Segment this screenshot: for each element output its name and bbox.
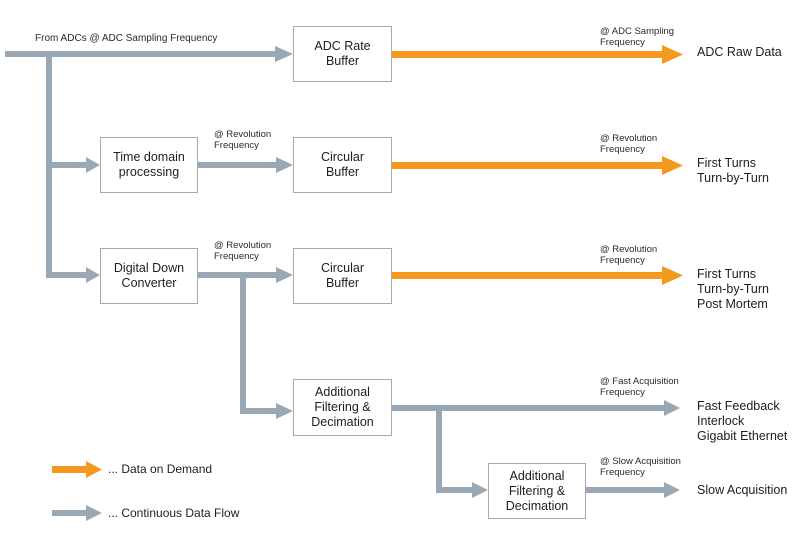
- fast-feedback-output: Fast Feedback Interlock Gigabit Ethernet: [697, 399, 788, 443]
- input-arrowhead: [275, 46, 293, 62]
- ddc-to-cb-arrowhead: [276, 267, 293, 283]
- branch-ddc-arrowhead: [86, 267, 100, 283]
- revolution-frequency-label-td: @ Revolution Frequency: [214, 129, 272, 151]
- first-turns-output: First Turns Turn-by-Turn: [697, 156, 770, 185]
- filter2-out-line: [586, 487, 664, 493]
- legend-continuous-arrowhead: [86, 505, 102, 521]
- slow-acquisition-frequency-label: @ Slow Acquisition Frequency: [600, 456, 681, 478]
- revolution-frequency-label-cb2: @ Revolution Frequency: [600, 244, 658, 266]
- branch-td-arrowhead: [86, 157, 100, 173]
- filter1-down-line: [436, 405, 442, 493]
- time-domain-processing-box: Time domain processing: [100, 137, 198, 193]
- adc-rate-buffer-box: ADC Rate Buffer: [293, 26, 392, 82]
- ddc-to-cb-line: [198, 272, 276, 278]
- input-label: From ADCs @ ADC Sampling Frequency: [35, 33, 218, 44]
- legend-on-demand-arrowhead: [86, 461, 102, 478]
- legend-data-on-demand: ... Data on Demand: [108, 462, 213, 476]
- td-to-cb-line: [198, 162, 276, 168]
- ddc-down-line: [240, 272, 246, 414]
- cb1-out-line: [392, 162, 662, 169]
- adc-raw-data-output: ADC Raw Data: [697, 45, 782, 59]
- circular-buffer-box-2: Circular Buffer: [293, 248, 392, 304]
- branch-td-line: [46, 162, 88, 168]
- cb2-out-line: [392, 272, 662, 279]
- revolution-frequency-label-ddc: @ Revolution Frequency: [214, 240, 272, 262]
- first-turns-post-mortem-output: First Turns Turn-by-Turn Post Mortem: [697, 267, 770, 311]
- cb2-out-arrowhead: [662, 266, 683, 285]
- adc-raw-arrowhead: [662, 45, 683, 64]
- legend-on-demand-line: [52, 466, 88, 473]
- digital-down-converter-box: Digital Down Converter: [100, 248, 198, 304]
- fast-acquisition-frequency-label: @ Fast Acquisition Frequency: [600, 376, 679, 398]
- adc-sampling-frequency-label: @ ADC Sampling Frequency: [600, 26, 675, 48]
- input-line: [5, 51, 275, 57]
- filter1-to-filter2-line: [436, 487, 472, 493]
- additional-filtering-box: Additional Filtering & Decimation: [293, 379, 392, 436]
- filter1-to-filter2-arrowhead: [472, 482, 488, 498]
- filter1-out-arrowhead: [664, 400, 680, 416]
- branch-ddc-line: [46, 272, 88, 278]
- revolution-frequency-label-cb1: @ Revolution Frequency: [600, 133, 658, 155]
- filter2-out-arrowhead: [664, 482, 680, 498]
- cb1-out-arrowhead: [662, 156, 683, 175]
- slow-acquisition-output: Slow Acquisition: [697, 483, 788, 497]
- ddc-to-filter-arrowhead: [276, 403, 293, 419]
- legend-continuous-line: [52, 510, 88, 516]
- filter1-out-line: [392, 405, 664, 411]
- legend-continuous-data-flow: ... Continuous Data Flow: [108, 506, 240, 520]
- ddc-to-filter-line: [240, 408, 276, 414]
- additional-filtering-box-2: Additional Filtering & Decimation: [488, 463, 586, 519]
- td-to-cb-arrowhead: [276, 157, 293, 173]
- circular-buffer-box: Circular Buffer: [293, 137, 392, 193]
- adc-raw-line: [392, 51, 662, 58]
